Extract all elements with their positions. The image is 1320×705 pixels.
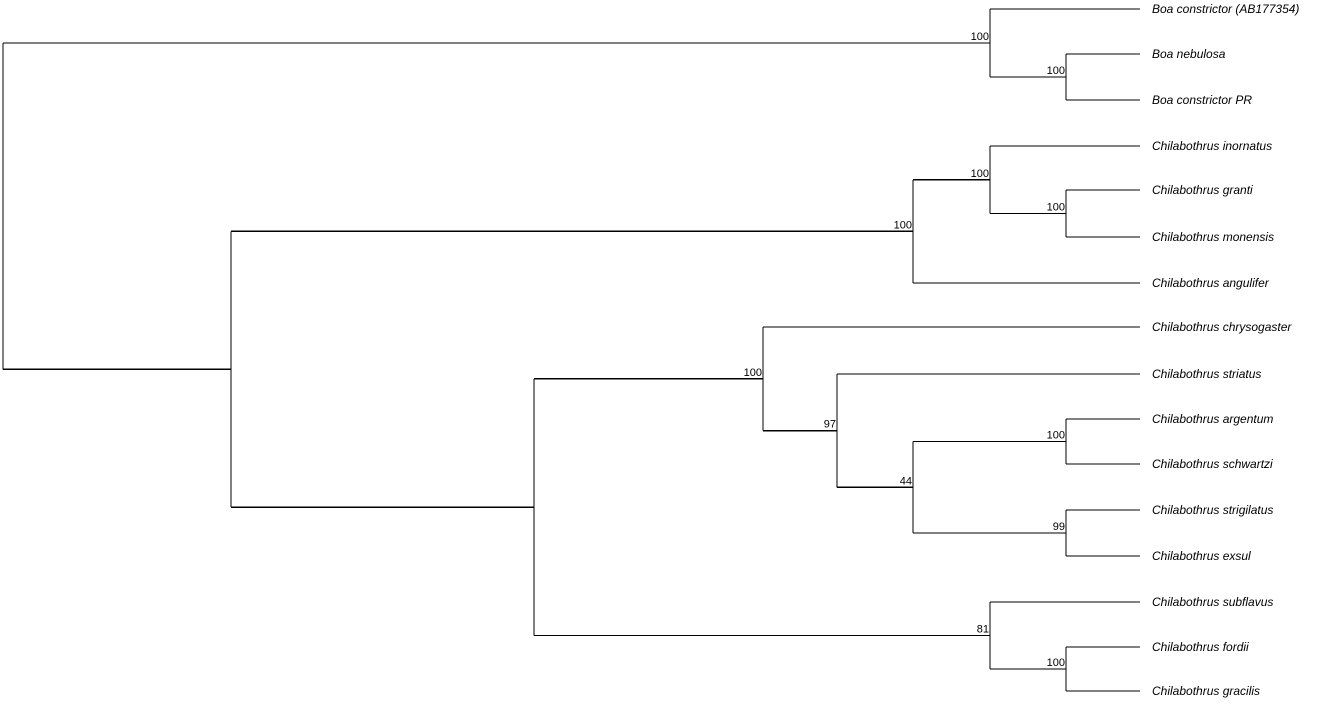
leaf-label-chilabothrus-strigilatus: Chilabothrus strigilatus bbox=[1152, 503, 1273, 517]
support-value-chr: 100 bbox=[744, 367, 762, 379]
leaf-label-boa-constrictor-ab177354: Boa constrictor (AB177354) bbox=[1152, 2, 1299, 16]
leaf-label-chilabothrus-inornatus: Chilabothrus inornatus bbox=[1152, 139, 1272, 153]
leaf-label-chilabothrus-gracilis: Chilabothrus gracilis bbox=[1152, 684, 1260, 698]
tree-branches bbox=[2, 8, 1140, 692]
support-value-sub: 81 bbox=[977, 624, 989, 636]
leaf-label-boa-nebulosa: Boa nebulosa bbox=[1152, 47, 1226, 61]
leaf-label-boa-constrictor-pr: Boa constrictor PR bbox=[1152, 93, 1252, 107]
support-value-igma: 100 bbox=[894, 219, 912, 231]
leaf-label-chilabothrus-schwartzi: Chilabothrus schwartzi bbox=[1152, 457, 1273, 471]
support-value-boa-inner: 100 bbox=[1047, 65, 1065, 77]
support-value-boa: 100 bbox=[971, 31, 989, 43]
leaf-label-chilabothrus-angulifer: Chilabothrus angulifer bbox=[1152, 276, 1270, 290]
support-value-as: 100 bbox=[1047, 430, 1065, 442]
leaf-label-chilabothrus-granti: Chilabothrus granti bbox=[1152, 183, 1253, 197]
support-labels: 100 100 100 100 100 100 97 100 44 99 81 … bbox=[744, 31, 1065, 669]
leaf-label-chilabothrus-striatus: Chilabothrus striatus bbox=[1152, 367, 1261, 381]
leaf-label-chilabothrus-monensis: Chilabothrus monensis bbox=[1152, 230, 1274, 244]
support-value-str: 97 bbox=[824, 419, 836, 431]
leaf-label-chilabothrus-fordii: Chilabothrus fordii bbox=[1152, 640, 1249, 654]
leaf-label-chilabothrus-argentum: Chilabothrus argentum bbox=[1152, 412, 1273, 426]
support-value-gm: 100 bbox=[1047, 202, 1065, 214]
support-value-se: 99 bbox=[1053, 521, 1065, 533]
support-value-igm: 100 bbox=[971, 168, 989, 180]
leaf-label-chilabothrus-exsul: Chilabothrus exsul bbox=[1152, 549, 1251, 563]
support-value-fg: 100 bbox=[1047, 657, 1065, 669]
leaf-label-chilabothrus-chrysogaster: Chilabothrus chrysogaster bbox=[1152, 320, 1292, 334]
support-value-asse: 44 bbox=[900, 475, 912, 487]
leaf-labels: Boa constrictor (AB177354) Boa nebulosa … bbox=[1152, 2, 1299, 698]
leaf-label-chilabothrus-subflavus: Chilabothrus subflavus bbox=[1152, 595, 1273, 609]
